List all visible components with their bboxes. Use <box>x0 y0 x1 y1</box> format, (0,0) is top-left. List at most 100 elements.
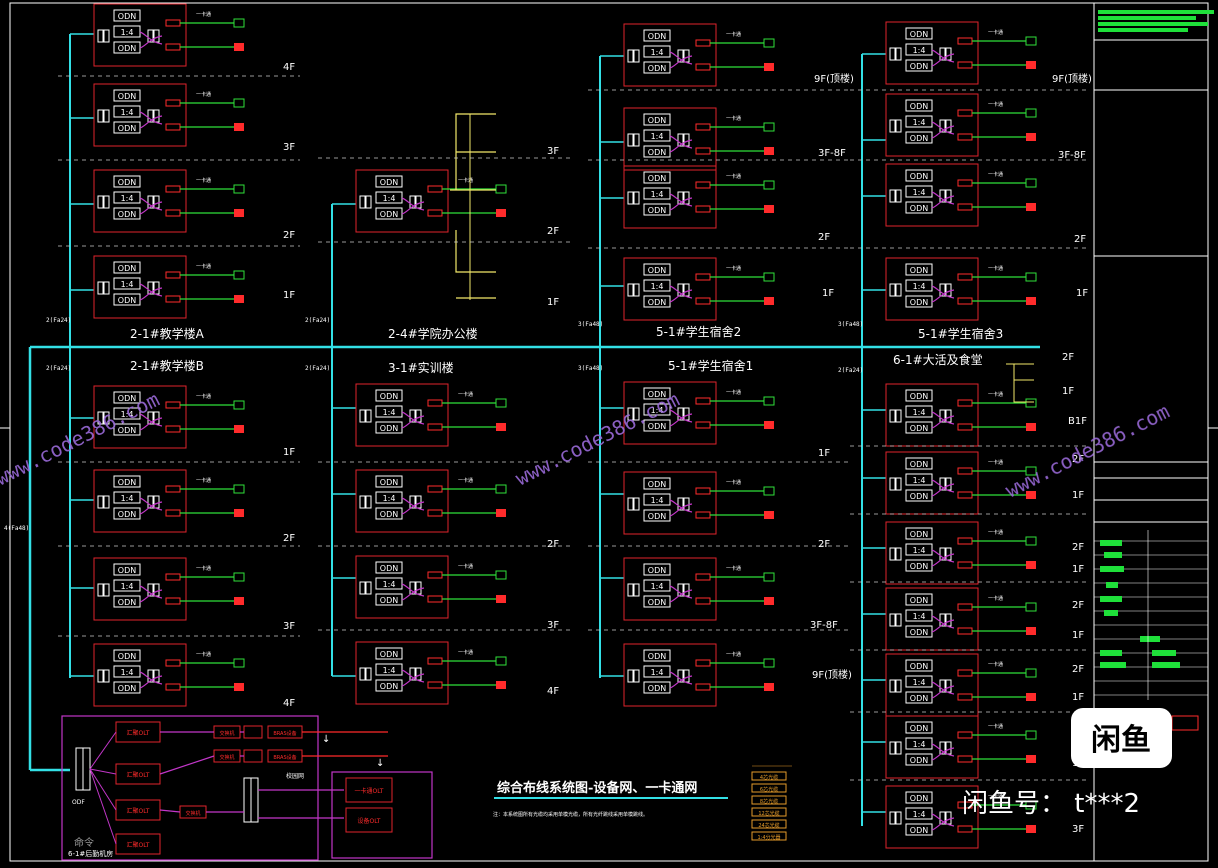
fiber-terminal <box>365 495 372 509</box>
floor-box <box>885 257 979 321</box>
fiber-terminal <box>359 195 366 209</box>
odn-label: ODN <box>648 566 666 575</box>
patch-cord <box>931 619 955 633</box>
odn-label: ODN <box>648 422 666 431</box>
card-label: 一卡通 <box>458 563 473 570</box>
odn-box <box>905 721 933 734</box>
fiber-terminal <box>889 283 896 297</box>
floor-label: 2F <box>1062 352 1074 363</box>
odn-label: ODN <box>380 178 398 187</box>
device-terminal <box>234 209 244 217</box>
odn-box <box>905 27 933 40</box>
olt-box <box>345 777 393 803</box>
fiber-terminal <box>103 669 110 683</box>
patch-cord <box>931 49 955 63</box>
patch-cord <box>931 415 955 429</box>
floor-label: 9F(顶楼) <box>814 72 854 85</box>
fiber-terminal <box>365 581 372 595</box>
odn-box <box>113 261 141 274</box>
switch-label: 交换机 <box>219 730 234 737</box>
floor-label: 1F <box>822 288 834 299</box>
floor-label: 4F <box>547 686 559 697</box>
patch-cord <box>669 499 693 513</box>
legend-swatch <box>751 783 787 793</box>
patch-cord <box>669 193 693 207</box>
titleblock-stamp <box>1100 662 1126 668</box>
odn-label: ODN <box>380 392 398 401</box>
odn-box <box>113 105 141 118</box>
fiber-terminal <box>97 195 104 209</box>
olt-label: 一卡通OLT <box>355 787 384 795</box>
patch-cord <box>931 743 955 757</box>
odn-box <box>643 403 671 416</box>
odn-box <box>113 579 141 592</box>
fiber-terminal <box>409 409 416 423</box>
patch-cord <box>931 285 955 299</box>
device-terminal <box>1026 755 1036 763</box>
fiber-terminal <box>939 189 946 203</box>
patch-cord <box>669 503 693 517</box>
fiber-terminal <box>97 29 104 43</box>
patch-cord <box>669 197 693 211</box>
odn-box <box>905 169 933 182</box>
fiber-terminal <box>627 49 634 63</box>
fiber-terminal <box>627 407 634 421</box>
odn-label: ODN <box>380 682 398 691</box>
patch-cord <box>669 585 693 599</box>
floor-box <box>93 469 187 533</box>
titlebar-stripe <box>1098 22 1208 26</box>
device-terminal <box>496 423 506 431</box>
floor-box <box>623 471 717 535</box>
patch-cord <box>669 413 693 427</box>
floor-box <box>355 641 449 705</box>
network-label: 校园网 <box>286 772 304 780</box>
device-terminal <box>1026 61 1036 69</box>
floor-label: 3F <box>547 620 559 631</box>
odn-label: ODN <box>648 174 666 183</box>
access-point <box>763 272 775 282</box>
odn-label: 1:4 <box>913 118 926 127</box>
odn-label: 1:4 <box>651 406 664 415</box>
floor-box <box>93 643 187 707</box>
odn-label: 1:4 <box>121 108 134 117</box>
odn-label: ODN <box>648 598 666 607</box>
card-label: 一卡通 <box>196 393 211 400</box>
patch-cord <box>139 115 163 129</box>
access-point <box>763 38 775 48</box>
card-label: 一卡通 <box>196 477 211 484</box>
odn-label: ODN <box>118 684 136 693</box>
fiber-terminal <box>627 283 634 297</box>
odn-label: 1:4 <box>651 668 664 677</box>
titlebar-stripe <box>1098 28 1188 32</box>
floor-box <box>623 557 717 621</box>
odn-label: 1:4 <box>121 668 134 677</box>
core-room-border <box>61 715 319 861</box>
card-label: 一卡通 <box>988 723 1003 730</box>
trunk-label: 2(Fa24) <box>305 365 330 372</box>
device-terminal <box>1026 203 1036 211</box>
access-point <box>233 658 245 668</box>
access-point <box>233 484 245 494</box>
fiber-terminal <box>939 283 946 297</box>
patch-cord <box>139 35 163 49</box>
odn-box <box>113 9 141 22</box>
patch-cord <box>669 135 693 149</box>
access-point <box>1025 108 1037 118</box>
access-point <box>495 656 507 666</box>
floor-box <box>885 521 979 585</box>
odn-box <box>905 791 933 804</box>
floor-box <box>355 169 449 233</box>
fiber-terminal <box>895 189 902 203</box>
device-terminal <box>764 147 774 155</box>
odn-box <box>643 563 671 576</box>
bras-label: BRAS设备 <box>273 730 296 737</box>
odn-label: ODN <box>910 30 928 39</box>
olt-label: 设备OLT <box>358 817 381 825</box>
legend-swatch <box>751 819 787 829</box>
access-point <box>495 484 507 494</box>
